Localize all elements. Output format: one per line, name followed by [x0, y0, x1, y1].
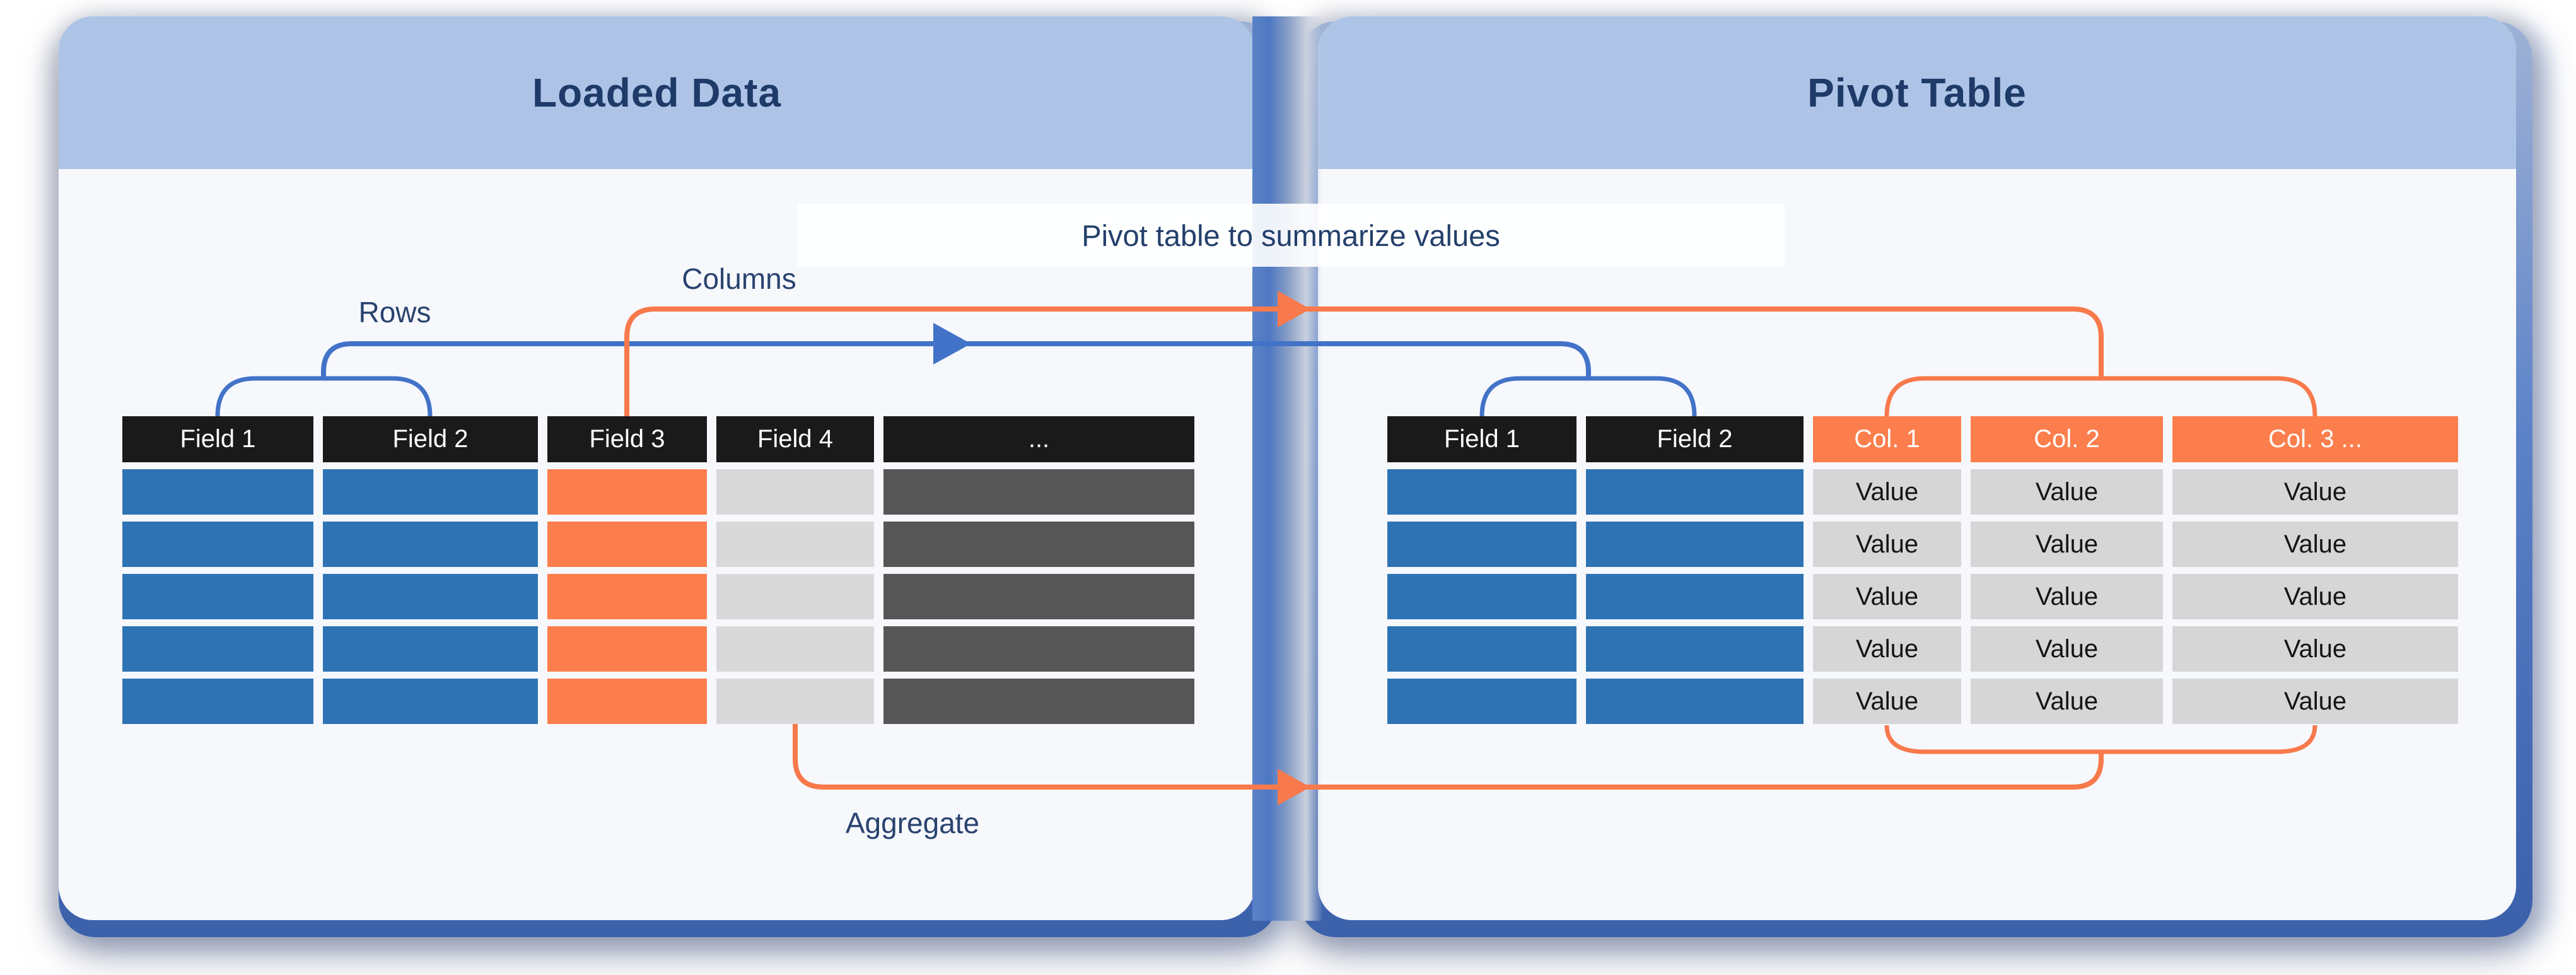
data-cell [547, 626, 707, 672]
value-cell: Value [2172, 522, 2458, 567]
column-header: ... [883, 416, 1194, 462]
data-cell [547, 574, 707, 619]
value-cell: Value [1813, 626, 1961, 672]
column-header: Field 1 [122, 416, 313, 462]
column-header: Field 2 [323, 416, 538, 462]
data-cell [122, 469, 313, 515]
value-cell: Value [2172, 574, 2458, 619]
data-cell [547, 522, 707, 567]
data-cell [323, 522, 538, 567]
column-header: Col. 1 [1813, 416, 1961, 462]
column-header: Field 1 [1387, 416, 1576, 462]
columns-label: Columns [682, 262, 796, 295]
value-cell: Value [1971, 522, 2163, 567]
data-cell [716, 522, 874, 567]
pivot-table-title: Pivot Table [1807, 70, 2027, 115]
data-cell [1387, 469, 1576, 515]
data-cell [716, 626, 874, 672]
rows-label: Rows [358, 296, 431, 329]
data-cell [1586, 679, 1804, 724]
data-cell [323, 469, 538, 515]
data-cell [1586, 626, 1804, 672]
data-cell [122, 626, 313, 672]
column-header: Field 2 [1586, 416, 1804, 462]
data-cell [122, 679, 313, 724]
data-cell [883, 679, 1194, 724]
value-cell: Value [1971, 574, 2163, 619]
data-cell [1387, 679, 1576, 724]
data-cell [1586, 469, 1804, 515]
aggregate-label: Aggregate [845, 807, 980, 839]
data-cell [716, 469, 874, 515]
value-cell: Value [1813, 522, 1961, 567]
data-cell [547, 469, 707, 515]
data-cell [1387, 574, 1576, 619]
loaded-data-title: Loaded Data [532, 70, 782, 115]
data-cell [716, 574, 874, 619]
data-cell [122, 574, 313, 619]
data-cell [323, 626, 538, 672]
banner: Pivot table to summarize values [797, 204, 1785, 267]
data-cell [1586, 574, 1804, 619]
value-cell: Value [1971, 679, 2163, 724]
data-cell [883, 626, 1194, 672]
data-cell [716, 679, 874, 724]
value-cell: Value [1813, 469, 1961, 515]
banner-text: Pivot table to summarize values [1081, 218, 1500, 252]
loaded-data-header-band: Loaded Data [59, 16, 1255, 169]
value-cell: Value [1813, 574, 1961, 619]
data-cell [883, 522, 1194, 567]
data-cell [547, 679, 707, 724]
panel-junction-divider [1252, 16, 1323, 921]
data-cell [1387, 626, 1576, 672]
value-cell: Value [1971, 469, 2163, 515]
value-cell: Value [2172, 626, 2458, 672]
column-header: Col. 3 ... [2172, 416, 2458, 462]
data-cell [883, 574, 1194, 619]
value-cell: Value [1971, 626, 2163, 672]
data-cell [1387, 522, 1576, 567]
value-cell: Value [1813, 679, 1961, 724]
column-header: Col. 2 [1971, 416, 2163, 462]
data-cell [323, 679, 538, 724]
column-header: Field 3 [547, 416, 707, 462]
value-cell: Value [2172, 679, 2458, 724]
pivot-table-header-band: Pivot Table [1318, 16, 2516, 169]
data-cell [883, 469, 1194, 515]
column-header: Field 4 [716, 416, 874, 462]
value-cell: Value [2172, 469, 2458, 515]
data-cell [1586, 522, 1804, 567]
data-cell [122, 522, 313, 567]
data-cell [323, 574, 538, 619]
